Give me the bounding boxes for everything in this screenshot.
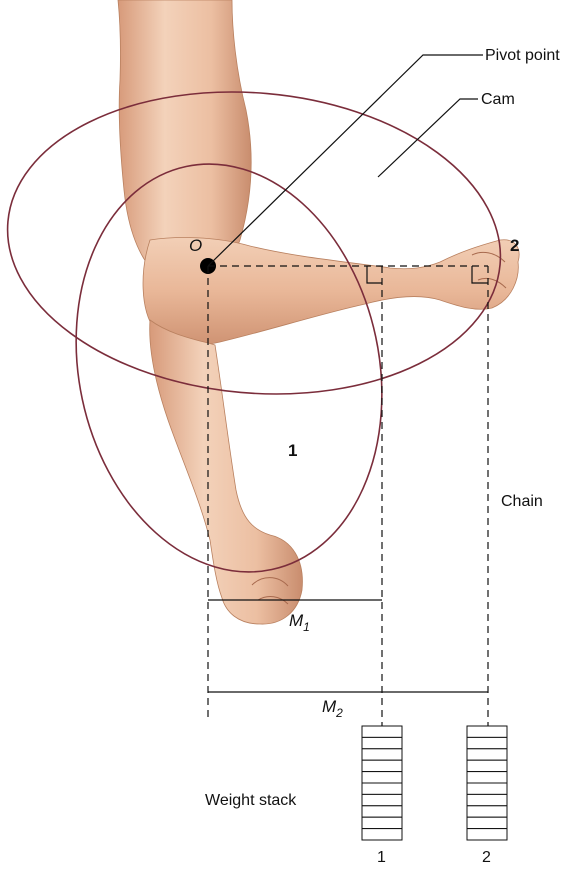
weight-plate bbox=[362, 772, 402, 783]
cam-leader-line bbox=[378, 99, 478, 177]
weight-plate bbox=[362, 726, 402, 737]
weight-plate bbox=[467, 749, 507, 760]
weight-plate bbox=[467, 829, 507, 840]
chain-label: Chain bbox=[501, 493, 543, 510]
weight-plate bbox=[362, 783, 402, 794]
moment-arm-2-label: M2 bbox=[322, 697, 343, 720]
pivot-point-label: Pivot point bbox=[485, 47, 560, 64]
stack-1-number: 1 bbox=[377, 849, 386, 866]
position-1-label: 1 bbox=[288, 441, 297, 460]
weight-plate bbox=[467, 817, 507, 828]
weight-stack-1 bbox=[362, 726, 402, 840]
cam-label: Cam bbox=[481, 91, 515, 108]
origin-label: O bbox=[189, 236, 202, 255]
weight-plate bbox=[362, 806, 402, 817]
weight-plate bbox=[362, 760, 402, 771]
position-2-label: 2 bbox=[510, 236, 519, 255]
weight-plate bbox=[467, 760, 507, 771]
forearm-hanging bbox=[150, 320, 303, 624]
weight-plate bbox=[362, 817, 402, 828]
weight-plate bbox=[467, 726, 507, 737]
moment-arm-1-label: M1 bbox=[289, 611, 310, 634]
stack-2-number: 2 bbox=[482, 849, 491, 866]
weight-plate bbox=[362, 829, 402, 840]
weight-plate bbox=[362, 794, 402, 805]
weight-stack-2 bbox=[467, 726, 507, 840]
weight-plate bbox=[467, 772, 507, 783]
weight-plate bbox=[362, 737, 402, 748]
weight-plate bbox=[362, 749, 402, 760]
weight-plate bbox=[467, 794, 507, 805]
weight-plate bbox=[467, 783, 507, 794]
weight-plate bbox=[467, 806, 507, 817]
weight-plate bbox=[467, 737, 507, 748]
weight-stack-label: Weight stack bbox=[205, 792, 297, 809]
